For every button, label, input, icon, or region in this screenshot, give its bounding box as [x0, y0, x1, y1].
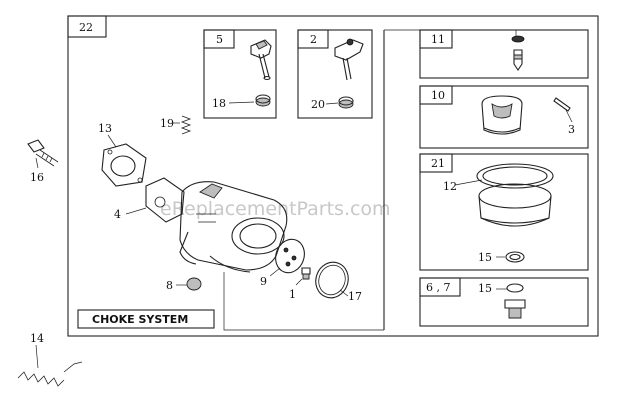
float-bowl-part [476, 163, 554, 227]
main-frame: 22 [67, 15, 599, 337]
callout-3: 3 [568, 123, 575, 136]
callout-20: 20 [311, 98, 325, 111]
callout-14: 14 [30, 332, 44, 345]
insulator-4-part: 4 [114, 177, 185, 223]
throttle-shaft-part [334, 38, 364, 81]
choke-system-text: CHOKE SYSTEM [92, 313, 188, 326]
gasket-13-part: 13 [98, 122, 147, 187]
callout-17: 17 [348, 290, 362, 303]
plug-8-part: 8 [166, 277, 202, 292]
box-10-number: 10 [431, 89, 445, 102]
float-pin-part [553, 97, 571, 112]
choke-system-label: CHOKE SYSTEM [77, 309, 215, 329]
seal-18-part [255, 94, 271, 107]
callout-8: 8 [166, 279, 173, 292]
spring-14-part: 14 [17, 332, 83, 387]
callout-4: 4 [114, 208, 121, 221]
box-11-number: 11 [431, 33, 445, 46]
callout-12: 12 [443, 180, 457, 193]
box-2-number: 2 [310, 33, 317, 46]
box-21: 21 12 15 [419, 153, 589, 271]
jet-1-part: 1 [289, 267, 311, 301]
inlet-needle-part [511, 35, 525, 71]
seal-20-part [338, 96, 354, 109]
choke-lever-part [250, 39, 272, 81]
bowl-gasket-15-part [505, 251, 525, 263]
callout-18: 18 [212, 97, 226, 110]
callout-19: 19 [160, 117, 174, 130]
callout-15-nut: 15 [478, 282, 492, 295]
box-5-number: 5 [216, 33, 223, 46]
box-11: 11 [419, 29, 589, 79]
plate-9-part: 9 [260, 238, 305, 288]
callout-15-bowl: 15 [478, 251, 492, 264]
float-part [481, 95, 523, 135]
box-6-7: 6 , 7 15 [419, 277, 589, 327]
bolt-16-part: 16 [27, 139, 59, 184]
box-5: 5 18 [203, 29, 277, 119]
carburetor-body-part [179, 181, 288, 273]
box-21-number: 21 [431, 157, 445, 170]
callout-1: 1 [289, 288, 296, 301]
callout-13: 13 [98, 122, 112, 135]
spring-19-part: 19 [160, 115, 192, 135]
o-ring-17-part: 17 [315, 261, 362, 303]
box-2: 2 20 [297, 29, 373, 119]
box-10: 10 3 [419, 85, 589, 149]
box-6-7-number: 6 , 7 [426, 281, 451, 294]
callout-16: 16 [30, 171, 44, 184]
main-frame-number: 22 [79, 21, 93, 34]
callout-9: 9 [260, 275, 267, 288]
watermark: eReplacementParts.com [160, 198, 391, 220]
bowl-nut-part [504, 283, 526, 319]
